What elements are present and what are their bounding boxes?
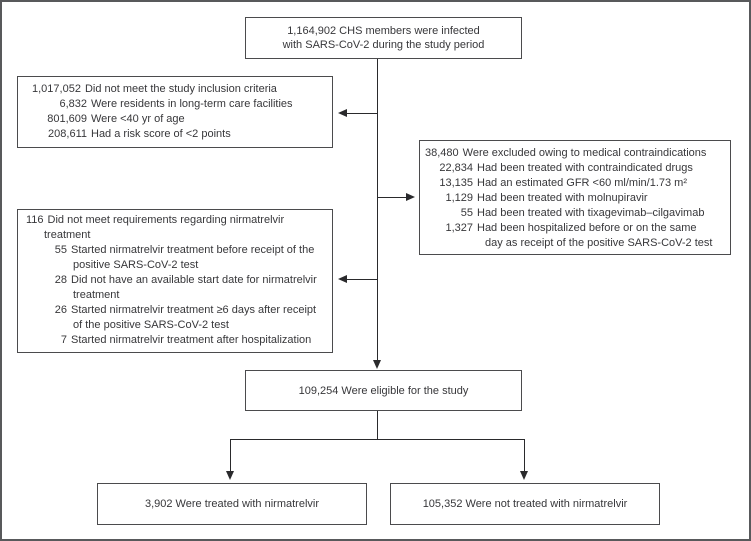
item-count: 26 — [54, 304, 67, 316]
exclusion-item: 116 Did not meet requirements regarding … — [26, 213, 328, 228]
item-count — [26, 318, 67, 333]
not-treated-label: 105,352 Were not treated with nirmatrelv… — [422, 498, 628, 510]
connector-to-contraindications-box — [378, 197, 406, 198]
item-count: 22,834 — [439, 162, 473, 174]
exclusion-item-continuation: treatment — [26, 228, 328, 243]
exclusion-item-continuation: day as receipt of the positive SARS-CoV-… — [425, 236, 726, 251]
item-label: day as receipt of the positive SARS-CoV-… — [485, 237, 713, 249]
exclusion-item: 6,832 Were residents in long-term care f… — [32, 97, 328, 112]
item-label: Were residents in long-term care facilit… — [91, 98, 293, 110]
item-label: Were excluded owing to medical contraind… — [462, 147, 707, 159]
item-label: Had a risk score of <2 points — [91, 128, 231, 140]
arrowhead-left-inclusion-icon — [338, 109, 347, 117]
exclusion-item: 26 Started nirmatrelvir treatment ≥6 day… — [26, 303, 328, 318]
exclusion-item: 13,135 Had an estimated GFR <60 ml/min/1… — [425, 176, 726, 191]
item-count: 6,832 — [59, 98, 87, 110]
item-count: 38,480 — [425, 147, 459, 159]
arrowhead-right-contraindications-icon — [406, 193, 415, 201]
exclusion-item: 55 Had been treated with tixagevimab–cil… — [425, 206, 726, 221]
item-count — [26, 288, 67, 303]
item-label: treatment — [44, 229, 91, 241]
item-count — [26, 258, 67, 273]
item-count: 801,609 — [47, 113, 87, 125]
connector-to-nirmatrelvir-box — [346, 279, 377, 280]
item-label: Had been treated with tixagevimab–cilgav… — [477, 207, 705, 219]
item-label: Had been hospitalized before or on the s… — [477, 222, 697, 234]
item-label: Started nirmatrelvir treatment before re… — [71, 244, 315, 256]
item-count — [425, 236, 473, 251]
exclusion-item: 1,017,052 Did not meet the study inclusi… — [32, 82, 328, 97]
item-label: Were <40 yr of age — [91, 113, 185, 125]
item-label: Started nirmatrelvir treatment after hos… — [71, 334, 312, 346]
arrowhead-down-eligible-icon — [373, 360, 381, 369]
eligible-label: 109,254 Were eligible for the study — [298, 384, 469, 397]
total-infected-line2: with SARS-CoV-2 during the study period — [282, 39, 485, 51]
item-label: treatment — [73, 289, 120, 301]
box-excluded-nirmatrelvir-requirements: 116 Did not meet requirements regarding … — [17, 209, 333, 353]
exclusion-item: 208,611 Had a risk score of <2 points — [32, 127, 328, 142]
item-label: Did not meet the study inclusion criteri… — [84, 83, 277, 95]
item-label: positive SARS-CoV-2 test — [73, 259, 199, 271]
item-count: 116 — [26, 214, 44, 226]
item-count: 208,611 — [48, 128, 87, 140]
total-infected-line1: 1,164,902 CHS members were infected — [287, 25, 480, 37]
item-count: 28 — [54, 274, 67, 286]
item-count: 1,129 — [445, 192, 473, 204]
connector-eligible-down — [377, 411, 378, 440]
item-count: 7 — [60, 334, 67, 346]
box-treated-nirmatrelvir: 3,902 Were treated with nirmatrelvir — [97, 483, 367, 525]
exclusion-item: 7 Started nirmatrelvir treatment after h… — [26, 333, 328, 348]
item-label: Had been treated with contraindicated dr… — [477, 162, 693, 174]
exclusion-item: 55 Started nirmatrelvir treatment before… — [26, 243, 328, 258]
arrowhead-down-not-treated-icon — [520, 471, 528, 480]
connector-to-inclusion-box — [346, 113, 377, 114]
item-count: 1,327 — [445, 222, 473, 234]
item-label: of the positive SARS-CoV-2 test — [73, 319, 229, 331]
box-excluded-contraindications: 38,480 Were excluded owing to medical co… — [419, 140, 731, 255]
connector-drop-not-treated — [524, 439, 525, 471]
exclusion-item-continuation: of the positive SARS-CoV-2 test — [26, 318, 328, 333]
box-total-infected: 1,164,902 CHS members were infected with… — [245, 17, 522, 59]
connector-main-vertical — [377, 59, 378, 360]
item-label: Did not meet requirements regarding nirm… — [47, 214, 285, 226]
item-label: Started nirmatrelvir treatment ≥6 days a… — [71, 304, 317, 316]
exclusion-item: 38,480 Were excluded owing to medical co… — [425, 146, 726, 161]
arrowhead-down-treated-icon — [226, 471, 234, 480]
box-eligible: 109,254 Were eligible for the study — [245, 370, 522, 411]
exclusion-item: 1,327 Had been hospitalized before or on… — [425, 221, 726, 236]
item-count: 1,017,052 — [32, 83, 81, 95]
item-count: 13,135 — [439, 177, 473, 189]
item-label: Had an estimated GFR <60 ml/min/1.73 m² — [477, 177, 687, 189]
exclusion-item-continuation: treatment — [26, 288, 328, 303]
box-excluded-inclusion-criteria: 1,017,052 Did not meet the study inclusi… — [17, 76, 333, 148]
connector-split-horizontal — [230, 439, 525, 440]
exclusion-item-continuation: positive SARS-CoV-2 test — [26, 258, 328, 273]
arrowhead-left-nirmatrelvir-icon — [338, 275, 347, 283]
exclusion-item: 22,834 Had been treated with contraindic… — [425, 161, 726, 176]
treated-label: 3,902 Were treated with nirmatrelvir — [144, 498, 320, 510]
exclusion-item: 801,609 Were <40 yr of age — [32, 112, 328, 127]
exclusion-item: 28 Did not have an available start date … — [26, 273, 328, 288]
item-label: Did not have an available start date for… — [71, 274, 317, 286]
item-label: Had been treated with molnupiravir — [477, 192, 648, 204]
item-count: 55 — [54, 244, 67, 256]
box-not-treated-nirmatrelvir: 105,352 Were not treated with nirmatrelv… — [390, 483, 660, 525]
connector-drop-treated — [230, 439, 231, 471]
item-count: 55 — [460, 207, 473, 219]
exclusion-item: 1,129 Had been treated with molnupiravir — [425, 191, 726, 206]
